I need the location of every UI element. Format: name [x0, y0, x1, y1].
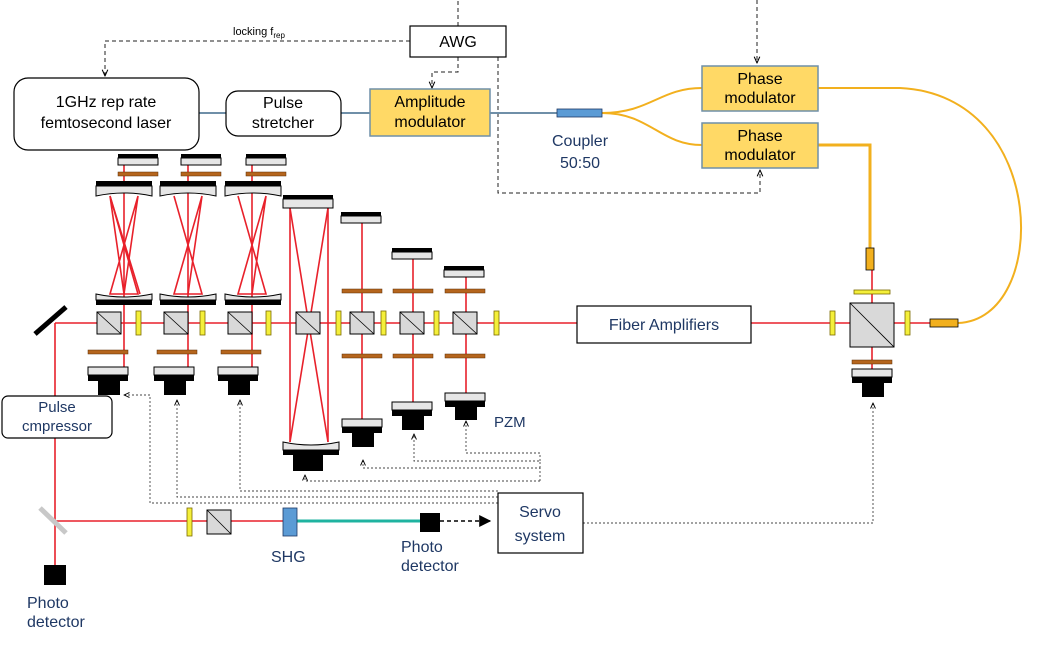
compressor-label-2: cmpressor: [22, 418, 92, 435]
amplitude-modulator-box: Amplitude modulator: [369, 88, 491, 137]
shg-crystal: [282, 507, 298, 537]
phase-mod-2-label-2: modulator: [724, 147, 796, 164]
stage-optics: [44, 154, 959, 585]
stretcher-label-1: Pulse: [263, 95, 303, 112]
fiber-lines: [199, 87, 1022, 324]
photodetector-servo-label-1: Photo: [401, 539, 443, 556]
photodetector-bottom: [44, 565, 66, 585]
laser-label-1: 1GHz rep rate: [56, 94, 157, 111]
fiber-amplifiers-box: Fiber Amplifiers: [576, 305, 752, 344]
stretcher-label-2: stretcher: [252, 115, 315, 132]
coupler: Coupler 50:50: [552, 108, 609, 172]
control-lines: [105, 0, 760, 194]
pickoff-mirror: [38, 506, 68, 535]
awg-to-amplitude-line: [432, 57, 459, 88]
phase-mod-2-label-1: Phase: [737, 128, 782, 145]
servo-label-2: system: [515, 528, 566, 545]
photodetector-servo-label-2: detector: [401, 558, 459, 575]
photodetector-bottom-label-1: Photo: [27, 595, 69, 612]
awg-label: AWG: [439, 34, 477, 51]
servo-feedback-lines: [124, 395, 873, 524]
servo-system-box: Servo system: [497, 492, 584, 554]
locking-line: [105, 40, 410, 76]
photodetector-bottom-label-2: detector: [27, 614, 85, 631]
fiber-amplifiers-label: Fiber Amplifiers: [609, 317, 719, 334]
laser-beams: [54, 163, 930, 568]
coupler-label-1: Coupler: [552, 133, 609, 150]
servo-label-1: Servo: [519, 504, 561, 521]
photodetector-servo: [420, 513, 440, 532]
locking-label: locking frep: [233, 26, 285, 40]
pulse-compressor-box: Pulse cmpressor: [1, 395, 113, 439]
coupler-label-2: 50:50: [560, 155, 600, 172]
compressor-label-1: Pulse: [38, 399, 76, 416]
turning-mirror: [33, 305, 68, 336]
pzm-label: PZM: [494, 414, 526, 431]
pulse-stretcher-box: Pulse stretcher: [225, 90, 342, 137]
shg-label: SHG: [271, 549, 306, 566]
awg-box: AWG: [409, 25, 507, 58]
mirror-mounts: [87, 366, 893, 471]
amp-mod-label-2: modulator: [394, 114, 466, 131]
laser-box: 1GHz rep rate femtosecond laser: [13, 77, 200, 151]
to-phase-mod-2-line: [497, 57, 760, 194]
phase-modulator-1: Phase modulator: [701, 65, 819, 112]
phase-mod-1-label-2: modulator: [724, 90, 796, 107]
svg-text:locking frep: locking frep: [233, 26, 285, 40]
amp-mod-label-1: Amplitude: [394, 94, 465, 111]
phase-mod-1-label-1: Phase: [737, 71, 782, 88]
laser-label-2: femtosecond laser: [41, 115, 172, 132]
phase-modulator-2: Phase modulator: [701, 122, 819, 169]
